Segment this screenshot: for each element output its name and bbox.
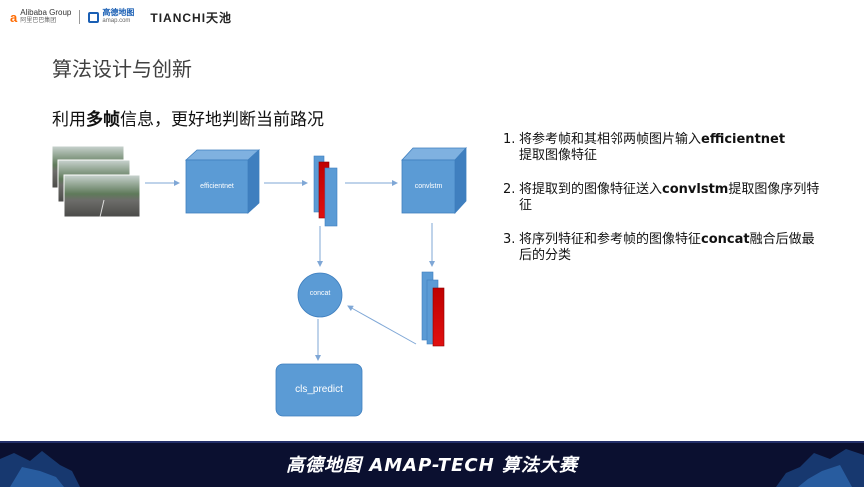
alibaba-logo-text: Alibaba Group bbox=[20, 8, 72, 17]
step-text-post: 提取图像序列特征 bbox=[519, 182, 820, 213]
amap-logo-sub: amap.com bbox=[102, 18, 131, 24]
step-text: 将序列特征和参考帧的图像特征concat融合后做最后的分类 bbox=[519, 232, 823, 264]
feature-map-blue-b bbox=[324, 167, 338, 227]
convlstm-cube bbox=[401, 146, 467, 215]
efficientnet-cube-side bbox=[247, 149, 260, 214]
step-number: 3. bbox=[503, 232, 516, 247]
step-text-post: 提取图像特征 bbox=[519, 148, 598, 163]
amap-logo-text: 高德地图 bbox=[102, 8, 135, 17]
step-text-post: 融合后做最后的分类 bbox=[519, 232, 815, 263]
amap-logo: 高德地图 amap.com bbox=[88, 9, 134, 25]
cls-predict-node bbox=[275, 363, 363, 417]
alibaba-mark-icon: a bbox=[10, 9, 18, 25]
slide-title: 算法设计与创新 bbox=[52, 57, 192, 81]
input-frame-3 bbox=[63, 174, 141, 218]
efficientnet-cube bbox=[184, 149, 261, 214]
step-number: 1. bbox=[503, 132, 516, 147]
efficientnet-cube-front bbox=[185, 159, 249, 214]
convlstm-label: convlstm bbox=[414, 183, 443, 190]
input-frames bbox=[51, 145, 141, 218]
step-item: 3. 将序列特征和参考帧的图像特征concat融合后做最后的分类 bbox=[503, 232, 823, 264]
pipeline-diagram bbox=[51, 145, 467, 417]
tianchi-logo: TIANCHI天池 bbox=[150, 10, 233, 25]
alibaba-logo: a Alibaba Group 阿里巴巴集团 bbox=[10, 9, 71, 25]
step-item: 1. 将参考帧和其相邻两帧图片输入efficientnet 提取图像特征 bbox=[503, 132, 823, 164]
efficientnet-label: efficientnet bbox=[200, 183, 234, 190]
logo-divider bbox=[79, 10, 81, 24]
step-text-pre: 将提取到的图像特征送入 bbox=[519, 182, 663, 197]
footer-left-shape bbox=[10, 467, 64, 487]
arrow-sequence-to-concat bbox=[347, 305, 417, 345]
concat-label: concat bbox=[309, 290, 331, 297]
convlstm-cube-side bbox=[454, 146, 467, 215]
road-marking bbox=[99, 199, 105, 218]
subtitle-pre: 利用 bbox=[52, 110, 86, 130]
footer-bg bbox=[0, 441, 864, 487]
alibaba-logo-sub: 阿里巴巴集团 bbox=[20, 18, 57, 24]
step-text-pre: 将序列特征和参考帧的图像特征 bbox=[519, 232, 702, 247]
feature-maps-2 bbox=[421, 271, 445, 347]
amap-box-icon bbox=[88, 11, 100, 23]
subtitle-post: 信息，更好地判断当前路况 bbox=[120, 110, 324, 130]
step-number: 2. bbox=[503, 182, 516, 197]
footer-right-shape bbox=[798, 465, 852, 487]
step-text-keyword: convlstm bbox=[662, 182, 729, 197]
cls-predict-label: cls_predict bbox=[295, 384, 343, 395]
convlstm-cube-front bbox=[401, 159, 456, 214]
footer-banner: 高德地图 AMAP-TECH 算法大赛 bbox=[0, 441, 864, 487]
step-text-keyword: efficientnet bbox=[701, 132, 786, 147]
slide-subtitle: 利用多帧信息，更好地判断当前路况 bbox=[52, 105, 324, 130]
efficientnet-cube-top bbox=[184, 149, 261, 161]
feature-maps-1 bbox=[313, 155, 338, 227]
step-item: 2. 将提取到的图像特征送入convlstm提取图像序列特征 bbox=[503, 182, 823, 214]
footer-decoration bbox=[0, 441, 864, 487]
footer-title: 高德地图 AMAP-TECH 算法大赛 bbox=[286, 455, 578, 476]
subtitle-emphasis: 多帧 bbox=[86, 110, 120, 130]
step-text: 将参考帧和其相邻两帧图片输入efficientnet 提取图像特征 bbox=[519, 132, 785, 164]
feature-map2-red bbox=[432, 287, 445, 347]
step-text-keyword: concat bbox=[701, 232, 750, 247]
step-text-pre: 将参考帧和其相邻两帧图片输入 bbox=[519, 132, 702, 147]
steps-list: 1. 将参考帧和其相邻两帧图片输入efficientnet 提取图像特征 2. 将… bbox=[503, 132, 823, 282]
step-text: 将提取到的图像特征送入convlstm提取图像序列特征 bbox=[519, 182, 823, 214]
concat-node bbox=[297, 272, 343, 318]
partner-logos: a Alibaba Group 阿里巴巴集团 高德地图 amap.com TIA… bbox=[10, 6, 232, 28]
